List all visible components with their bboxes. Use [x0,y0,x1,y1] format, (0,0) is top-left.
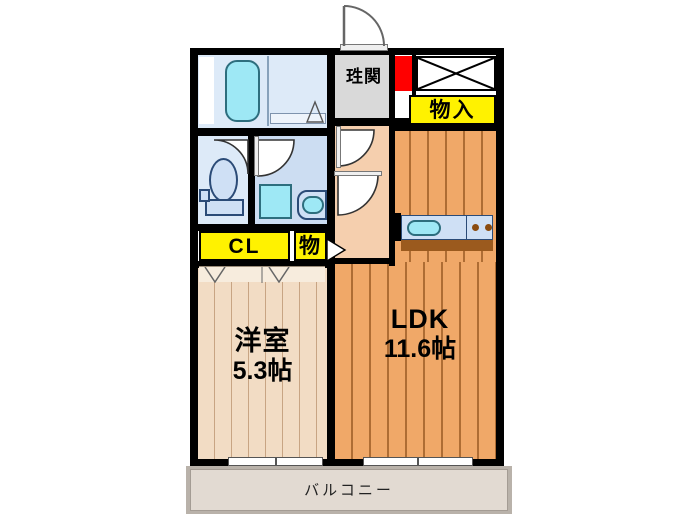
bathtub [225,60,260,122]
stove-burner-right [485,224,492,231]
toilet-tank [205,199,244,216]
balcony-area [190,469,508,511]
wall-wetarea-right [327,48,335,269]
wall-toilet-washroom [248,136,255,226]
hall-ldk-door-swing[interactable] [336,173,382,219]
room-yoshitsu [198,268,327,459]
storage-closet [199,231,290,261]
hall-door-upper-slab [336,126,341,168]
closet-folding-doors[interactable] [199,266,325,283]
wall-above-bedroom [190,261,335,268]
yoshitsu-name: 洋室 [234,325,291,356]
toilet-lever [199,189,210,202]
wall-shoebox-meter [412,52,416,95]
room-label-ldk: LDK 11.6帖 [345,296,495,371]
washing-machine [259,184,292,219]
bath-glass-divider [267,56,269,126]
balcony-sliding-left-rail [275,457,277,466]
wall-left [190,48,198,466]
front-door-swing [340,2,392,47]
washroom-door-swing[interactable] [256,138,296,178]
kitchen-sink [407,220,441,236]
genkan-label: 珄関 [346,66,382,86]
wall-bedroom-ldk [327,261,335,466]
room-ldk-lower [335,262,496,459]
wall-under-monoire [389,126,504,131]
washroom-door-slab [254,136,259,176]
hall-ldk-door-slab [334,171,382,176]
wall-hall-ldk [389,126,395,266]
yoshitsu-size: 5.3帖 [232,356,293,385]
wall-under-bath [190,128,335,136]
wall-genkan-right [389,48,395,126]
kitchen-counter-divider [466,215,467,240]
front-door-slab[interactable] [340,44,388,51]
wall-hall-bottom [327,258,395,264]
kitchen-base-cabinet [401,240,493,251]
ldk-size: 11.6帖 [383,334,457,363]
balcony-sliding-right-rail [417,457,419,466]
bath-ledge [270,113,326,124]
room-label-yoshitsu: 洋室 5.3帖 [198,318,327,393]
bedroom-door-swing[interactable] [326,237,347,263]
stove-burner-left [472,224,479,231]
storage-mono-label: 物 [299,234,322,258]
ldk-name: LDK [390,303,450,334]
storage-monoire [409,95,496,125]
shoe-box [393,56,412,91]
bath-wall-cavity [199,57,214,124]
toilet-bowl [209,158,238,202]
wall-under-wetarea [190,224,335,231]
storage-closet-label: CL [228,234,261,258]
area-genkan [335,55,393,118]
storage-mono [294,231,327,261]
meter-box [416,56,496,91]
bath-door-mark [304,100,326,124]
wall-bottom [190,459,504,466]
wall-top [190,48,504,55]
washbasin [302,196,324,214]
wall-right [496,48,504,466]
storage-monoire-label: 物入 [429,98,476,122]
kitchen-counter-top-edge [395,213,401,241]
balcony-label: バルコニー [304,481,394,499]
hall-door-upper-swing[interactable] [336,128,378,170]
toilet-door-swing[interactable] [213,139,250,176]
